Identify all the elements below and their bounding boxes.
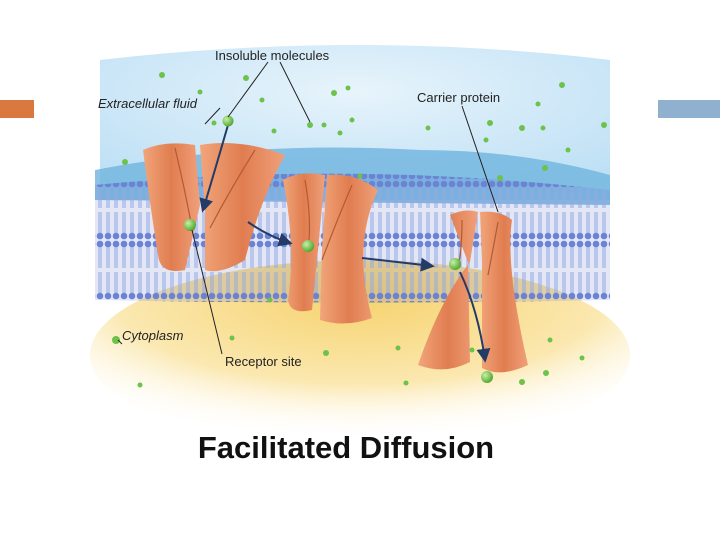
molecule-free: [519, 379, 525, 385]
label-cytoplasm: Cytoplasm: [122, 328, 184, 343]
molecule-free: [519, 125, 525, 131]
slide-title: Facilitated Diffusion: [198, 430, 494, 465]
molecule-free: [212, 121, 217, 126]
label-receptor-site: Receptor site: [225, 354, 302, 369]
molecule-free: [566, 148, 571, 153]
molecule-free: [396, 346, 401, 351]
molecule-free: [484, 138, 489, 143]
molecule-free: [350, 118, 355, 123]
molecule-free: [322, 123, 327, 128]
molecule-free: [497, 175, 503, 181]
molecule-free: [543, 370, 549, 376]
molecule-free: [542, 165, 548, 171]
molecule-free: [601, 122, 607, 128]
molecule-bound-2: [302, 240, 314, 252]
molecule-free: [404, 381, 409, 386]
molecule-free: [198, 90, 203, 95]
molecule-free: [548, 338, 553, 343]
molecule-free: [307, 122, 313, 128]
molecule-free: [426, 126, 431, 131]
molecule-free: [260, 98, 265, 103]
molecule-free: [536, 102, 541, 107]
molecule-free: [268, 298, 273, 303]
molecule-free: [272, 129, 277, 134]
molecule-bound-1: [184, 219, 196, 231]
molecule-entering: [223, 116, 234, 127]
molecule-free: [358, 174, 363, 179]
molecule-free: [323, 350, 329, 356]
molecule-free: [159, 72, 165, 78]
label-insoluble-molecules: Insoluble molecules: [215, 48, 330, 63]
molecule-free: [541, 126, 546, 131]
molecule-free: [559, 82, 565, 88]
molecule-free: [346, 86, 351, 91]
molecule-free: [470, 348, 475, 353]
molecule-free: [122, 159, 128, 165]
molecule-free: [487, 120, 493, 126]
molecule-released: [481, 371, 493, 383]
molecule-free: [138, 383, 143, 388]
molecule-free: [230, 336, 235, 341]
molecule-free: [112, 336, 120, 344]
molecule-free: [580, 356, 585, 361]
molecule-bound-3: [449, 258, 461, 270]
molecule-free: [243, 75, 249, 81]
label-carrier-protein: Carrier protein: [417, 90, 500, 105]
molecule-free: [338, 131, 343, 136]
molecule-free: [331, 90, 337, 96]
label-extracellular-fluid: Extracellular fluid: [98, 96, 198, 111]
